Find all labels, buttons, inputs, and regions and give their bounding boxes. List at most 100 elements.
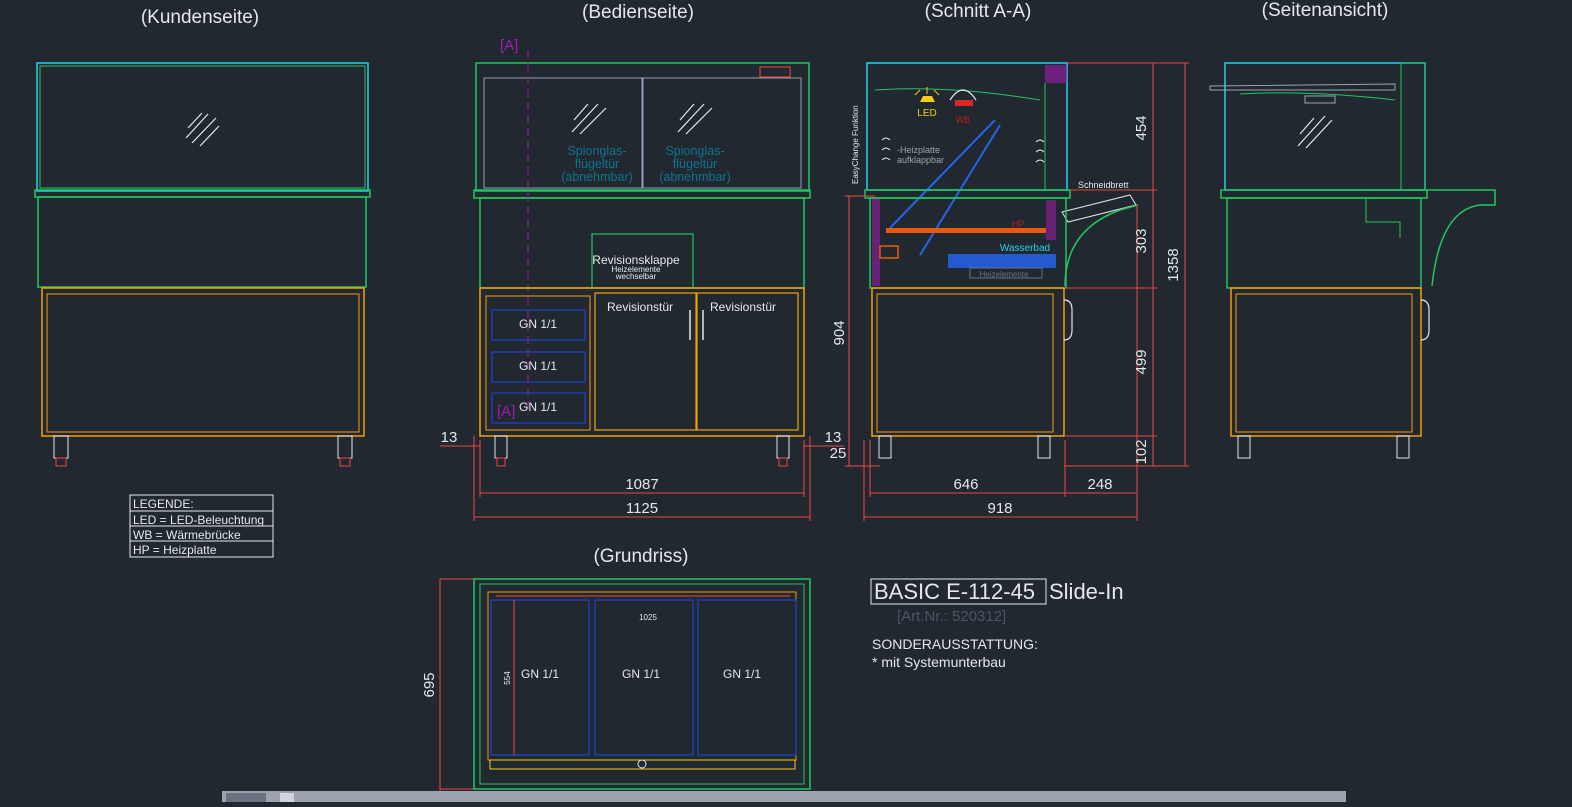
dim-1025: 1025	[639, 613, 657, 622]
gn-drawer-1-label: GN 1/1	[519, 317, 557, 331]
revision-door-right[interactable]	[696, 292, 799, 431]
glass-hatch-icon	[1297, 115, 1333, 149]
easychange-label: EasyChange Funktion	[851, 105, 860, 184]
led-lamp-icon	[914, 87, 940, 102]
dim-499: 499	[1133, 349, 1150, 374]
title-section-view: (Schnitt A-A)	[925, 1, 1032, 22]
gn-drawer-2[interactable]	[491, 351, 586, 383]
product-model: BASIC E-112-45	[874, 579, 1035, 604]
section-dimensions	[845, 62, 1189, 521]
operator-leg-right	[776, 435, 790, 459]
section-hood-hatch	[1045, 65, 1067, 83]
extras-title: SONDERAUSSTATTUNG:	[872, 636, 1038, 652]
control-panel-icon	[759, 66, 791, 78]
legend-row-wb: WB = Wärmebrücke	[133, 528, 241, 542]
plan-view: GN 1/1 GN 1/1 GN 1/1 1025 554 695	[421, 578, 811, 800]
plan-gn-3[interactable]	[697, 599, 797, 756]
operator-dimensions	[440, 436, 844, 521]
dim-1358: 1358	[1165, 248, 1182, 281]
layout-tab[interactable]	[280, 793, 294, 802]
legend-box: LEGENDE: LED = LED-Beleuchtung WB = Wärm…	[129, 494, 274, 558]
dim-25: 25	[830, 445, 847, 462]
spy-door-right-label-2: flügeltür	[673, 157, 717, 171]
side-sneeze-guard	[1209, 83, 1396, 91]
wb-label: WB	[956, 115, 971, 125]
plan-gn-2-label: GN 1/1	[622, 667, 660, 681]
customer-cabinet-panel	[46, 293, 360, 433]
spy-door-right[interactable]	[642, 77, 802, 189]
revision-door-left-label: Revisionstür	[607, 300, 673, 314]
customer-glass-hood	[36, 62, 369, 192]
operator-leg-left	[494, 435, 508, 459]
customer-cabinet	[41, 287, 365, 437]
side-well	[1226, 197, 1422, 289]
led-label: LED	[917, 108, 936, 119]
control-box	[879, 245, 899, 259]
heat-waves-right-icon	[1035, 139, 1045, 163]
legend-row-led: LED = LED-Beleuchtung	[133, 513, 264, 527]
cutting-board-label: Schneidbrett	[1078, 180, 1129, 190]
water-bath-label: Wasserbad	[1000, 243, 1050, 254]
heat-bridge-icon	[949, 89, 977, 101]
product-variant: Slide-In	[1049, 579, 1124, 604]
plan-gn-1-label: GN 1/1	[521, 667, 559, 681]
spy-door-left-label-3: (abnehmbar)	[561, 170, 633, 184]
section-handle	[1063, 299, 1073, 341]
water-bath	[948, 254, 1056, 268]
layout-tab-nav[interactable]	[226, 793, 266, 802]
plan-gn-3-label: GN 1/1	[723, 667, 761, 681]
title-customer-view: (Kundenseite)	[141, 7, 259, 28]
section-wall-hatch	[872, 198, 880, 286]
customer-view	[34, 62, 371, 467]
section-marker-bottom: [A]	[497, 403, 515, 420]
gn-rack	[485, 295, 591, 431]
spy-door-left-label-1: Spionglas-	[567, 144, 626, 158]
dim-1087: 1087	[625, 476, 658, 493]
heating-elements-label: Heizelemente	[980, 270, 1029, 279]
gn-drawer-3-label: GN 1/1	[519, 400, 557, 414]
layout-tab-strip[interactable]	[222, 791, 1346, 802]
side-slide-in-bracket	[1427, 189, 1496, 287]
gn-drawer-1[interactable]	[491, 309, 586, 341]
operator-view: Spionglas- flügeltür (abnehmbar) Spiongl…	[473, 37, 811, 467]
heatplate-label-2: aufklappbar	[897, 155, 944, 165]
legend-row-hp: HP = Heizplatte	[133, 543, 217, 557]
side-cabinet	[1230, 287, 1422, 437]
dim-13-left: 13	[441, 429, 458, 446]
section-hood	[866, 62, 1068, 191]
spy-door-right-label-3: (abnehmbar)	[659, 170, 731, 184]
plan-outline	[473, 578, 811, 790]
dim-248: 248	[1087, 476, 1112, 493]
product-article: [Art.Nr.: 520312]	[897, 608, 1006, 625]
dim-454: 454	[1133, 115, 1150, 140]
dim-904: 904	[831, 320, 848, 345]
dim-554: 554	[503, 671, 512, 685]
gn-drawer-2-label: GN 1/1	[519, 359, 557, 373]
heat-plate	[886, 228, 1046, 233]
section-cabinet	[871, 287, 1065, 437]
section-view: LED WB EasyChange Funktion -Heizplatte a…	[851, 62, 1139, 459]
dim-102: 102	[1133, 439, 1150, 464]
side-hood	[1224, 62, 1426, 191]
title-operator-view: (Bedienseite)	[582, 2, 694, 23]
spy-door-right-label-1: Spionglas-	[665, 144, 724, 158]
dim-918: 918	[987, 500, 1012, 517]
heating-change-label-1: Heizelemente	[612, 265, 661, 274]
plan-gn-1[interactable]	[490, 599, 590, 756]
spy-door-left[interactable]	[483, 77, 643, 189]
legend-title: LEGENDE:	[133, 497, 194, 511]
revision-door-left[interactable]	[594, 292, 697, 431]
customer-leg-left	[53, 435, 69, 459]
slide-in-bracket	[1064, 204, 1139, 287]
plan-gn-2[interactable]	[594, 599, 694, 756]
operator-hood	[475, 62, 810, 192]
dim-13-right: 13	[825, 429, 842, 446]
side-handle	[1420, 299, 1430, 341]
gn-drawer-3[interactable]	[491, 392, 586, 424]
heating-change-label-2: wechselbar	[615, 272, 657, 281]
revision-flap-label: Revisionsklappe	[592, 253, 680, 267]
glass-hatch-icon	[185, 112, 220, 147]
dim-695: 695	[421, 672, 438, 697]
